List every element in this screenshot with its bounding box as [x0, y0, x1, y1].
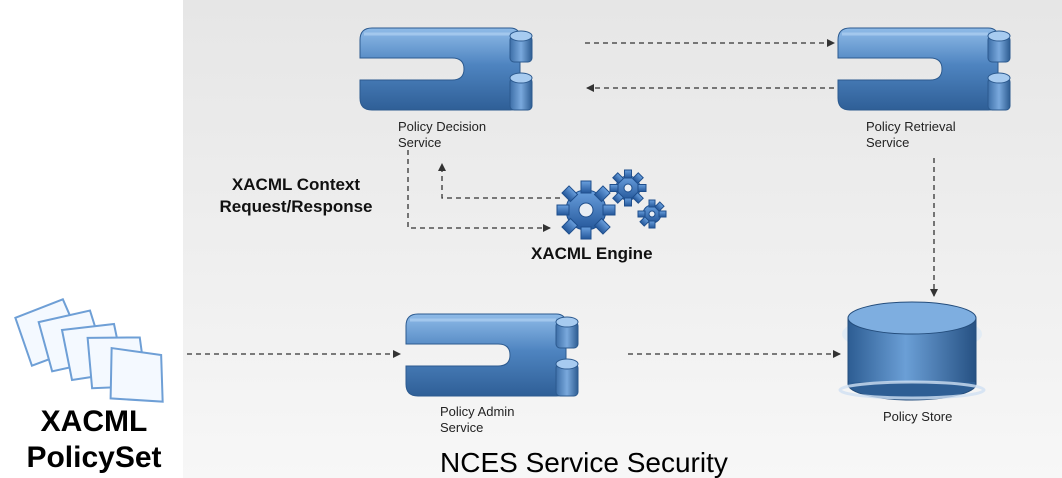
policy-admin-service-label: Policy Admin Service [440, 404, 514, 436]
document-stack-icon [14, 298, 164, 403]
policyset-label-line1: XACML [40, 405, 148, 438]
policy-decision-service-label: Policy Decision Service [398, 119, 486, 151]
xacml-engine-label: XACML Engine [531, 244, 653, 263]
diagram-title: NCES Service Security [440, 447, 728, 478]
gears-icon [556, 169, 667, 240]
policy-store-label: Policy Store [883, 409, 953, 424]
xacml-policyset-label: XACML PolicySet [8, 404, 180, 476]
policyset-label-line2: PolicySet [26, 441, 162, 474]
context-label-line2: Request/Response [219, 197, 373, 216]
pds-label-line2: Service [398, 135, 442, 150]
policy-store-cylinder [838, 301, 986, 401]
pds-label-line1: Policy Decision [398, 119, 487, 134]
xacml-context-label: XACML Context Request/Response [193, 174, 399, 218]
arrow-engine-to-pds [438, 163, 560, 199]
pas-label-line1: Policy Admin [440, 404, 515, 419]
prs-label-line2: Service [866, 135, 910, 150]
prs-label-line1: Policy Retrieval [866, 119, 956, 134]
policy-decision-service-component [358, 26, 534, 112]
arrow-pds-to-engine [407, 150, 551, 232]
policy-retrieval-service-label: Policy Retrieval Service [866, 119, 956, 151]
pas-label-line2: Service [440, 420, 484, 435]
context-label-line1: XACML Context [231, 175, 361, 194]
policy-admin-service-component [404, 312, 580, 398]
policy-retrieval-service-component [836, 26, 1012, 112]
